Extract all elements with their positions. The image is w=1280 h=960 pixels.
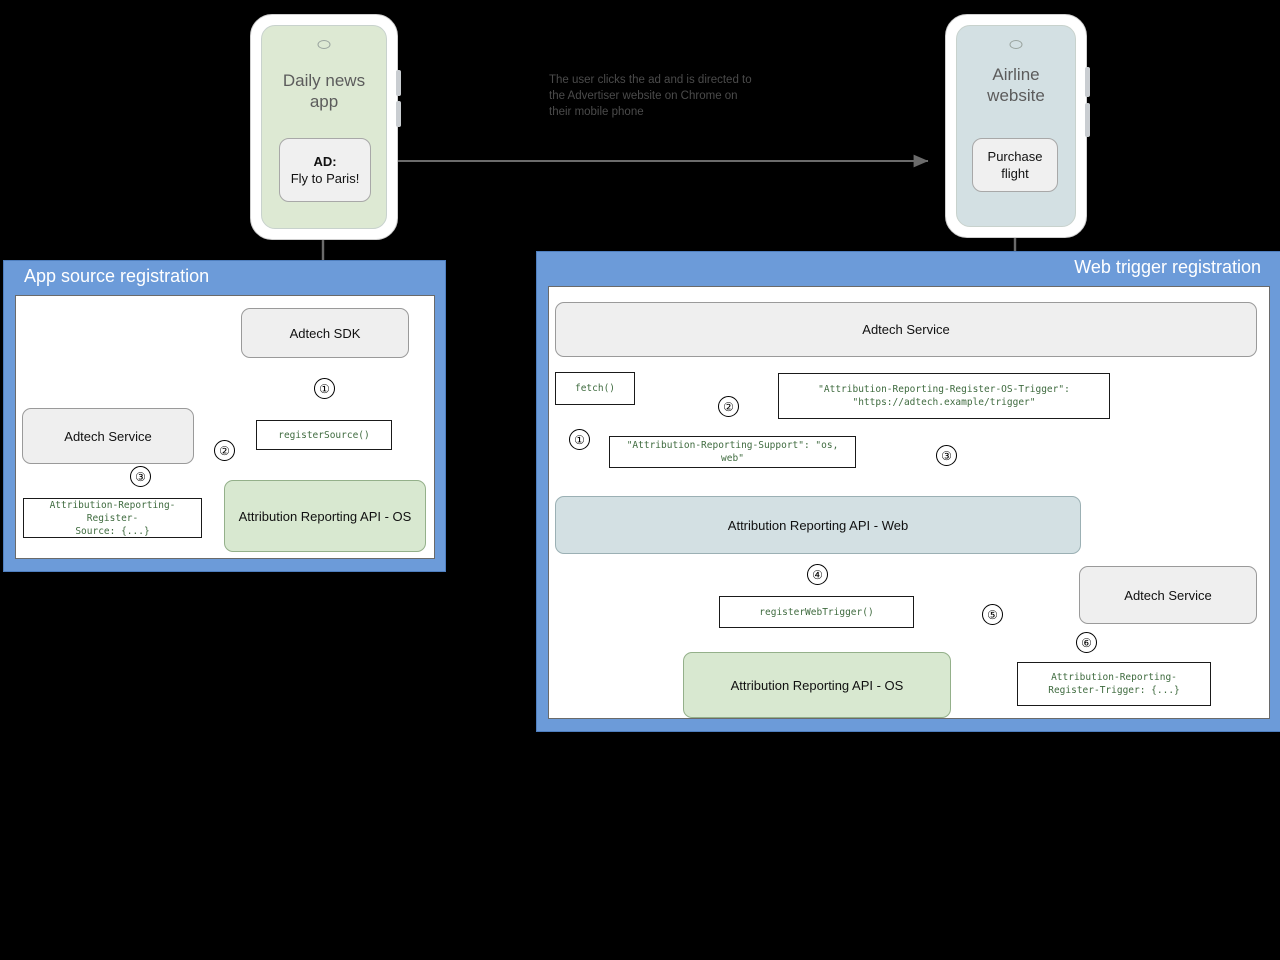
step-badge-1-web: ① — [569, 429, 590, 450]
phone-airline-website: Airline website Purchase flight — [945, 14, 1090, 238]
purchase-flight-button[interactable]: Purchase flight — [972, 138, 1058, 192]
step-badge-3-web: ③ — [936, 445, 957, 466]
step-badge-5-web: ⑤ — [982, 604, 1003, 625]
panel-app-source-title: App source registration — [24, 266, 210, 286]
phone-camera-icon — [317, 40, 331, 49]
ad-card-label: AD: — [313, 154, 337, 169]
phone-screen-daily-news: Daily news app AD: Fly to Paris! — [261, 25, 387, 229]
node-adtech-service-app[interactable]: Adtech Service — [22, 408, 194, 464]
code-os-trigger-header: "Attribution-Reporting-Register-OS-Trigg… — [778, 373, 1110, 419]
phone-power-button — [396, 101, 401, 127]
step-badge-2-web: ② — [718, 396, 739, 417]
step-badge-2-app: ② — [214, 440, 235, 461]
phone-power-button — [1085, 103, 1090, 137]
node-adtech-sdk[interactable]: Adtech SDK — [241, 308, 409, 358]
code-register-trigger-header: Attribution-Reporting- Register-Trigger:… — [1017, 662, 1211, 706]
phone-volume-button — [396, 70, 401, 96]
ad-card-text: Fly to Paris! — [290, 171, 360, 186]
phone-daily-news: Daily news app AD: Fly to Paris! — [250, 14, 401, 240]
daily-news-app-title: Daily news app — [282, 71, 366, 111]
code-fetch: fetch() — [555, 372, 635, 405]
step-badge-3-app: ③ — [130, 466, 151, 487]
code-register-source: registerSource() — [256, 420, 392, 450]
flow-caption: The user clicks the ad and is directed t… — [549, 74, 752, 118]
node-adtech-service-web-bottom[interactable]: Adtech Service — [1079, 566, 1257, 624]
step-badge-4-web: ④ — [807, 564, 828, 585]
node-attribution-reporting-api-web[interactable]: Attribution Reporting API - Web — [555, 496, 1081, 554]
phone-camera-icon — [1009, 40, 1023, 49]
airline-website-title: Airline website — [987, 65, 1045, 105]
phone-screen-airline: Airline website Purchase flight — [956, 25, 1076, 227]
node-attribution-reporting-api-os-web[interactable]: Attribution Reporting API - OS — [683, 652, 951, 718]
step-badge-1-app: ① — [314, 378, 335, 399]
panel-web-trigger-title: Web trigger registration — [1074, 257, 1261, 277]
ad-card-fly-to-paris[interactable]: AD: Fly to Paris! — [279, 138, 371, 202]
step-badge-6-web: ⑥ — [1076, 632, 1097, 653]
node-attribution-reporting-api-os-app[interactable]: Attribution Reporting API - OS — [224, 480, 426, 552]
code-support-header: "Attribution-Reporting-Support": "os, we… — [609, 436, 856, 468]
code-register-web-trigger: registerWebTrigger() — [719, 596, 914, 628]
phone-volume-button — [1085, 67, 1090, 97]
node-adtech-service-web-top[interactable]: Adtech Service — [555, 302, 1257, 357]
code-header-register-source: Attribution-Reporting-Register- Source: … — [23, 498, 202, 538]
